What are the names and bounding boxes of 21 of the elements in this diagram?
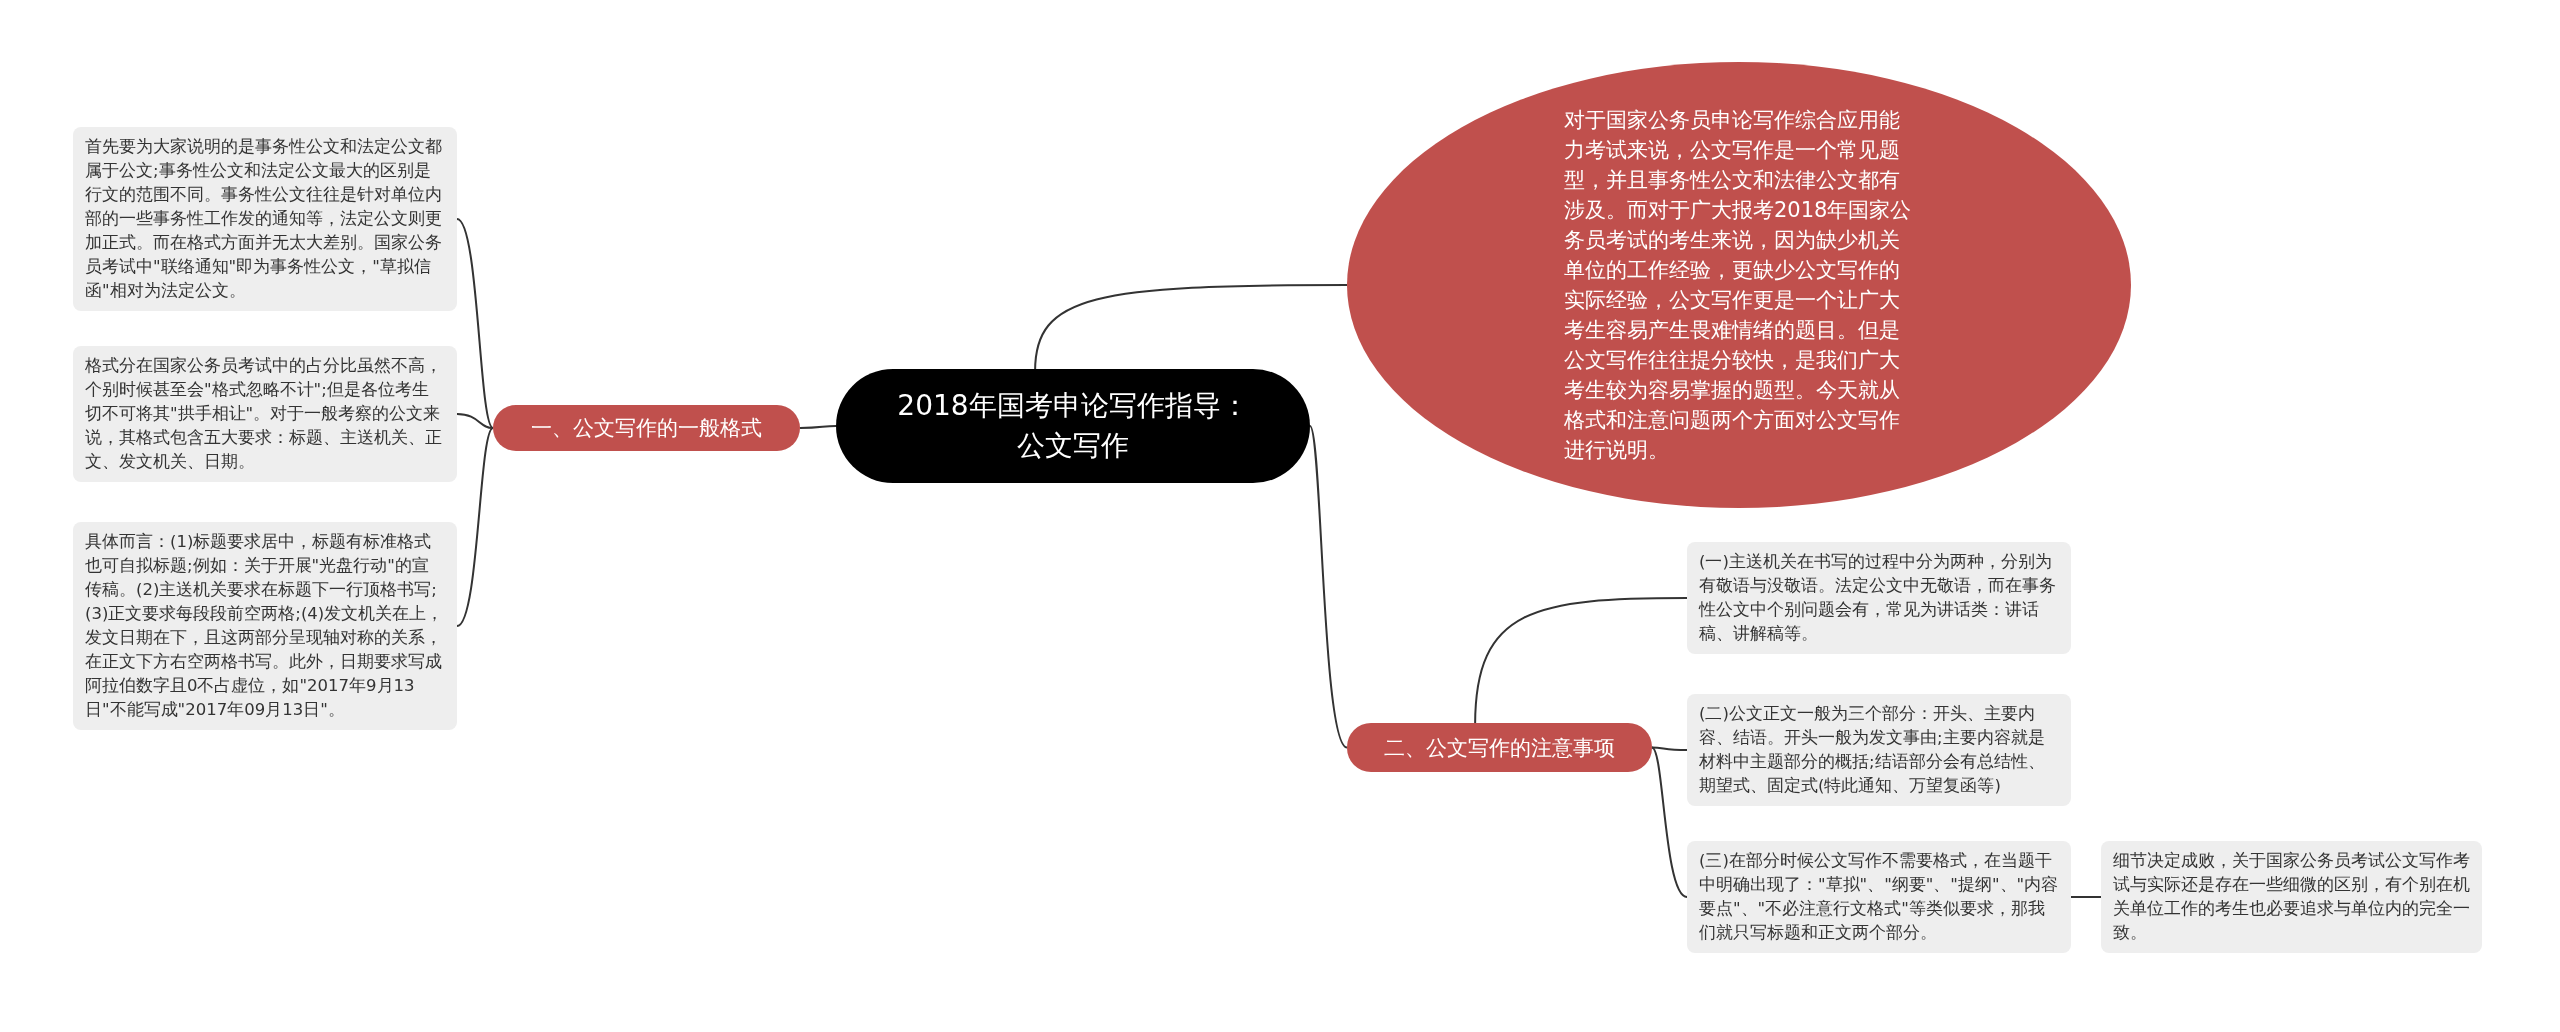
connector-line [456, 218, 494, 429]
connector-line [1651, 746, 1688, 898]
connector-line [799, 425, 837, 429]
connector-line [2070, 896, 2102, 898]
note-card: 具体而言：(1)标题要求居中，标题有标准格式也可自拟标题;例如：关于开展"光盘行动"的宣传稿。(2)主送机关要求在标题下一行顶格书写;(3)正文要求每段段前空两格;(4)发文机关在上，发文日期在下，且这两部分呈现轴对称的关系，在正文下方右空两格书写。此外，日期要求写成阿拉伯数字且0不占虚位，如"2017年9月13日"不能写成"2017年09月13日"。 [73, 522, 457, 730]
connector-line [1034, 284, 1348, 372]
connector-line [456, 413, 494, 429]
connector-line [1651, 746, 1688, 751]
note-card: 首先要为大家说明的是事务性公文和法定公文都属于公文;事务性公文和法定公文最大的区别是行文的范围不同。事务性公文往往是针对单位内部的一些事务性工作发的通知等，法定公文则更加正式。而在格式方面并无太大差别。国家公务员考试中"联络通知"即为事务性公文，"草拟信函"相对为法定公文。 [73, 127, 457, 311]
note-card: (三)在部分时候公文写作不需要格式，在当题干中明确出现了："草拟"、"纲要"、"提纲"、"内容要点"、"不必注意行文格式"等类似要求，那我们就只写标题和正文两个部分。 [1687, 841, 2071, 953]
connector-line [456, 427, 494, 627]
note-card: 细节决定成败，关于国家公务员考试公文写作考试与实际还是存在一些细微的区别，有个别在机关单位工作的考生也必要追求与单位内的完全一致。 [2101, 841, 2482, 953]
connector-line [1309, 425, 1348, 749]
topic-text: 2018年国考申论写作指导：公文写作 [896, 388, 1250, 464]
note-card: (一)主送机关在书写的过程中分为两种，分别为有敬语与没敬语。法定公文中无敬语，而在事务性公文中个别问题会有，常见为讲话类：讲话稿、讲解稿等。 [1687, 542, 2071, 654]
note-card: (二)公文正文一般为三个部分：开头、主要内容、结语。开头一般为发文事由;主要内容就是材料中主题部分的概括;结语部分会有总结性、期望式、固定式(特此通知、万望复函等) [1687, 694, 2071, 806]
branch-topic: 二、公文写作的注意事项 [1347, 723, 1652, 772]
intro-text: 对于国家公务员申论写作综合应用能力考试来说，公文写作是一个常见题型，并且事务性公文和法律公文都有涉及。而对于广大报考2018年国家公务员考试的考生来说，因为缺少机关单位的工作经验，更缺少公文写作的实际经验，公文写作更是一个让广大考生容易产生畏难情绪的题目。但是公文写作往往提分较快，是我们广大考生较为容易掌握的题型。今天就从格式和注意问题两个方面对公文写作进行说明。 [1564, 107, 1913, 464]
note-card: 格式分在国家公务员考试中的占分比虽然不高，个别时候甚至会"格式忽略不计";但是各位考生切不可将其"拱手相让"。对于一般考察的公文来说，其格式包含五大要求：标题、主送机关、正文、发文机关、日期。 [73, 346, 457, 482]
connector-line [1474, 597, 1688, 726]
branch-topic: 一、公文写作的一般格式 [493, 405, 800, 451]
